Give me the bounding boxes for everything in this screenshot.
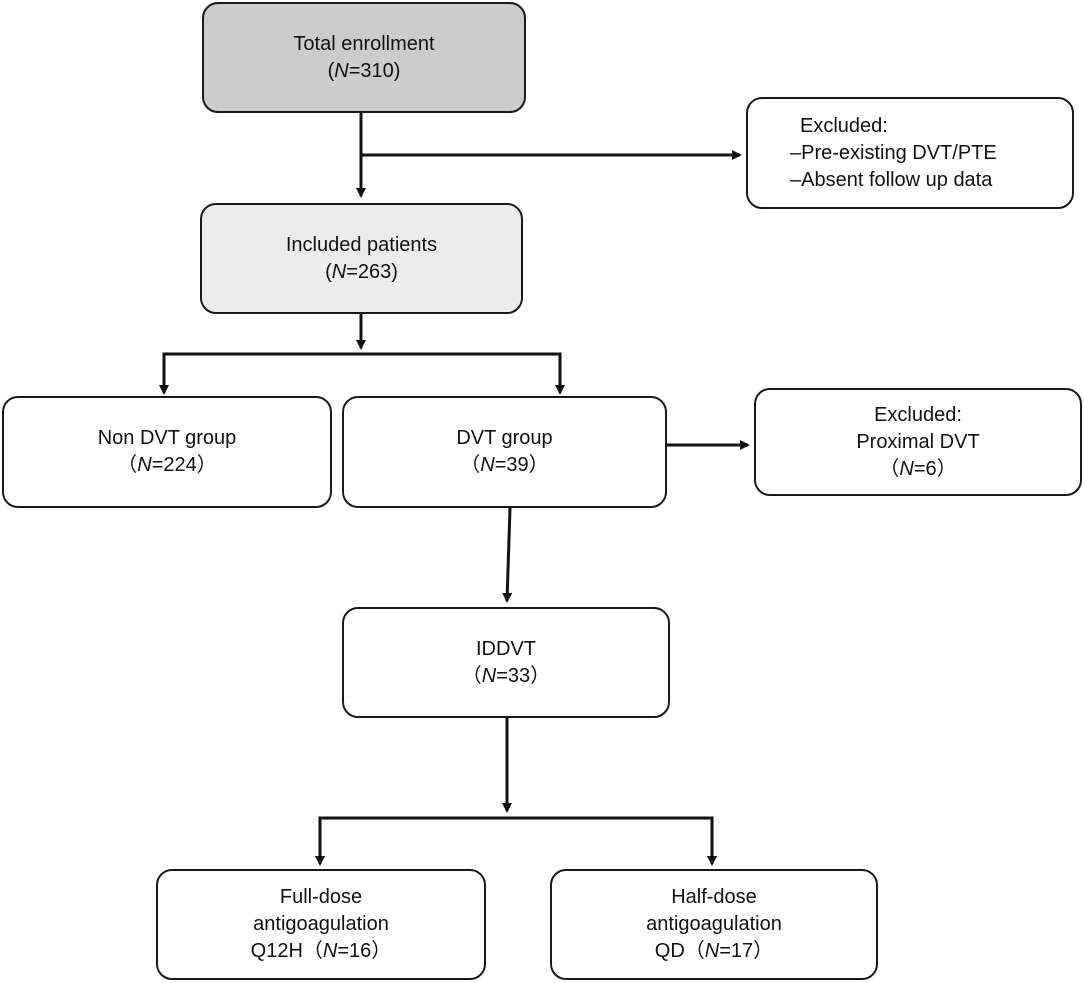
excluded-title: Excluded: — [800, 114, 888, 137]
included-patients-title: Included patients — [285, 233, 438, 256]
arrow-dvt-to-iddvt — [502, 507, 513, 603]
excluded-item-preexisting: –Pre-existing DVT/PTE — [790, 141, 997, 164]
total-enrollment-box: Total enrollment (N=310) — [202, 2, 526, 113]
iddvt-box: IDDVT （N=33） — [342, 607, 670, 718]
half-dose-box: Half-dose antigoagulation QD（N=17） — [550, 869, 878, 980]
iddvt-title: IDDVT — [476, 637, 536, 660]
excluded-2-title: Excluded: — [874, 403, 962, 426]
half-dose-regimen: antigoagulation — [646, 913, 782, 935]
excluded-item-absent-data: –Absent follow up data — [790, 168, 993, 191]
included-patients-count: (N=263) — [325, 260, 398, 283]
dvt-group-box: DVT group （N=39） — [342, 396, 667, 508]
full-dose-title: Full-dose — [279, 886, 363, 908]
excluded-box-2: Excluded: Proximal DVT （N=6） — [754, 388, 1082, 496]
non-dvt-group-title: Non DVT group — [97, 427, 237, 449]
branch-to-doses — [318, 816, 714, 860]
full-dose-regimen: antigoagulation — [253, 913, 389, 935]
full-dose-count: Q12H（N=16） — [250, 940, 392, 962]
full-dose-box: Full-dose antigoagulation Q12H（N=16） — [156, 869, 486, 980]
excluded-2-count: （N=6） — [879, 457, 957, 480]
branch-to-groups — [162, 352, 562, 390]
dvt-group-count: （N=39） — [460, 454, 549, 476]
non-dvt-group-count: （N=224） — [117, 454, 217, 476]
dvt-group-title: DVT group — [456, 427, 553, 449]
included-patients-box: Included patients (N=263) — [200, 203, 523, 314]
total-enrollment-title: Total enrollment — [293, 32, 435, 55]
excluded-2-item: Proximal DVT — [856, 430, 980, 453]
half-dose-count: QD（N=17） — [654, 940, 774, 962]
total-enrollment-count: (N=310) — [327, 59, 401, 82]
iddvt-count: （N=33） — [461, 664, 551, 687]
half-dose-title: Half-dose — [671, 886, 757, 908]
excluded-box-1: Excluded: –Pre-existing DVT/PTE –Absent … — [746, 97, 1074, 209]
non-dvt-group-box: Non DVT group （N=224） — [2, 396, 332, 508]
